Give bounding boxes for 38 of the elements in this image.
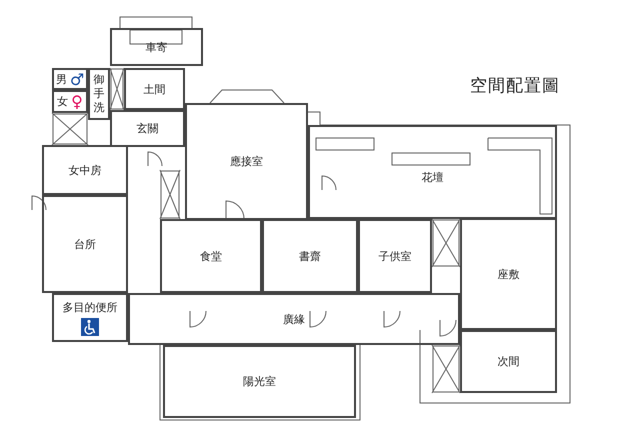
room-label: 御手洗 bbox=[93, 73, 105, 115]
room bbox=[185, 103, 308, 220]
room bbox=[460, 330, 557, 393]
room-label: 車寄 bbox=[146, 40, 168, 54]
room-label: 台所 bbox=[74, 236, 96, 252]
room-label: 應接室 bbox=[230, 154, 263, 169]
room-label: 座敷 bbox=[498, 266, 520, 282]
room bbox=[128, 293, 460, 345]
room-label: 子供室 bbox=[378, 248, 412, 264]
room-label: 書齋 bbox=[299, 248, 321, 264]
room-label: 次間 bbox=[498, 354, 520, 369]
room-label: 女中房 bbox=[68, 162, 102, 178]
room-label: 陽光室 bbox=[243, 374, 276, 389]
room bbox=[262, 219, 358, 293]
room-label: 多目的便所 bbox=[62, 300, 118, 314]
gender-symbol: ♀ bbox=[71, 92, 83, 111]
room bbox=[110, 110, 185, 147]
room bbox=[358, 219, 432, 293]
room bbox=[52, 90, 88, 113]
room bbox=[42, 195, 128, 293]
room-label: 玄關 bbox=[136, 121, 158, 136]
room-label: 土間 bbox=[144, 82, 166, 96]
room bbox=[124, 68, 185, 110]
room-label: 花壇 bbox=[422, 170, 444, 184]
room bbox=[160, 219, 262, 293]
room bbox=[308, 125, 557, 219]
room-label: 食堂 bbox=[200, 248, 222, 264]
plan-title: 空間配置圖 bbox=[470, 75, 560, 97]
room bbox=[52, 293, 128, 342]
room-label: 廣緣 bbox=[283, 312, 305, 326]
room-label: 男 bbox=[56, 72, 67, 86]
room bbox=[460, 218, 557, 330]
room bbox=[110, 28, 203, 66]
room bbox=[52, 68, 88, 90]
gender-symbol: ♂ bbox=[70, 70, 84, 88]
room bbox=[42, 145, 128, 195]
room-label: 女 bbox=[57, 94, 68, 109]
room bbox=[88, 68, 110, 120]
